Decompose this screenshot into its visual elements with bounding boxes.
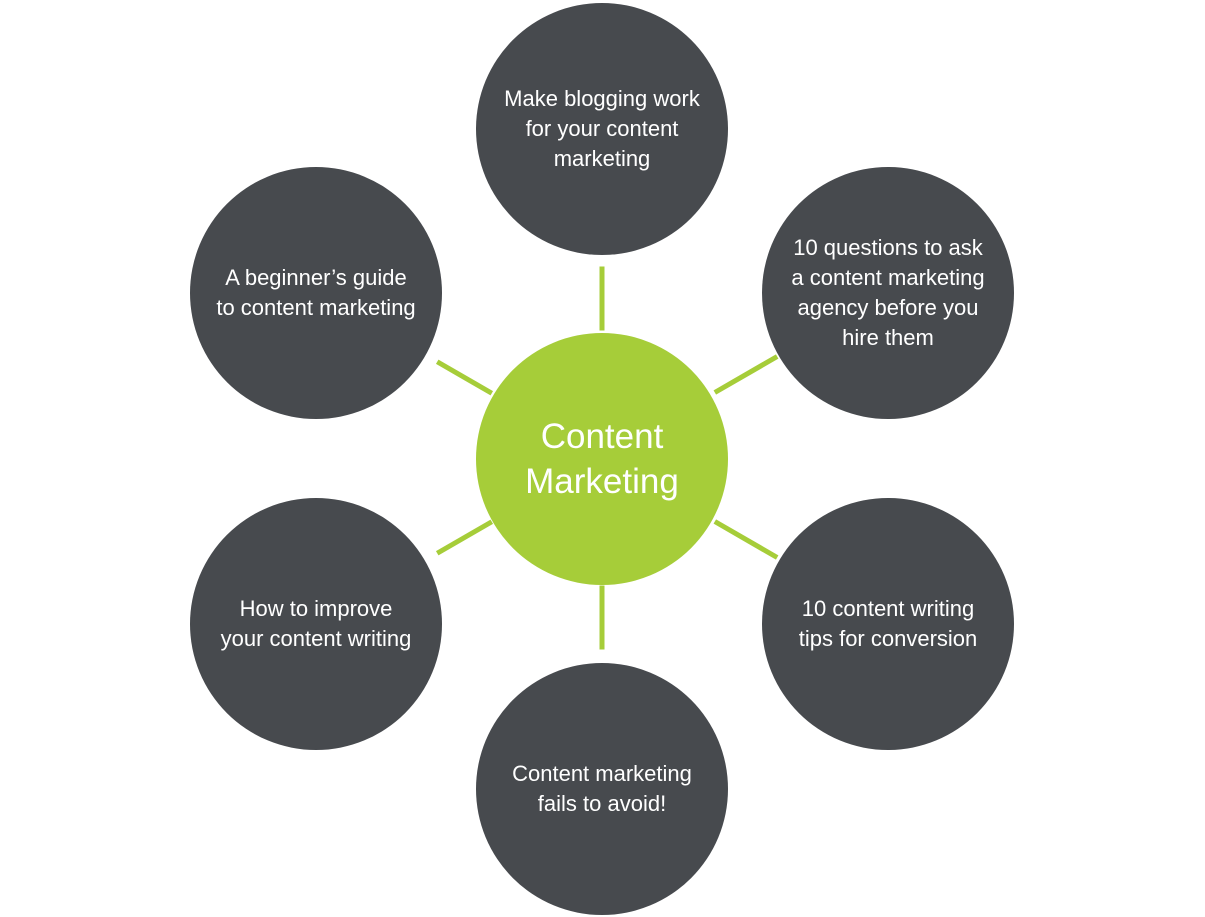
connector-lower-left [435, 519, 494, 556]
node-label: A beginner’s guide to content marketing [216, 265, 416, 320]
node-label: Content marketing fails to avoid! [512, 761, 692, 816]
connector-bottom [599, 585, 605, 650]
node-label: 10 questions to ask a content marketing … [791, 235, 985, 350]
node-label: 10 content writing tips for conversion [798, 596, 978, 651]
node-lower-left: How to improve your content writing [190, 498, 442, 750]
connector-upper-left [435, 359, 494, 396]
hub-label: Content Marketing [525, 417, 679, 501]
node-top: Make blogging work for your content mark… [476, 3, 728, 255]
node-lower-right: 10 content writing tips for conversion [762, 498, 1014, 750]
connector-upper-right [713, 354, 779, 395]
hub-node: Content Marketing [476, 333, 728, 585]
node-upper-right: 10 questions to ask a content marketing … [762, 167, 1014, 419]
connector-lower-right [713, 519, 779, 560]
connector-top [599, 266, 605, 331]
node-label: How to improve your content writing [220, 596, 412, 651]
node-upper-left: A beginner’s guide to content marketing [190, 167, 442, 419]
node-label: Make blogging work for your content mark… [504, 86, 700, 171]
node-bottom: Content marketing fails to avoid! [476, 663, 728, 915]
